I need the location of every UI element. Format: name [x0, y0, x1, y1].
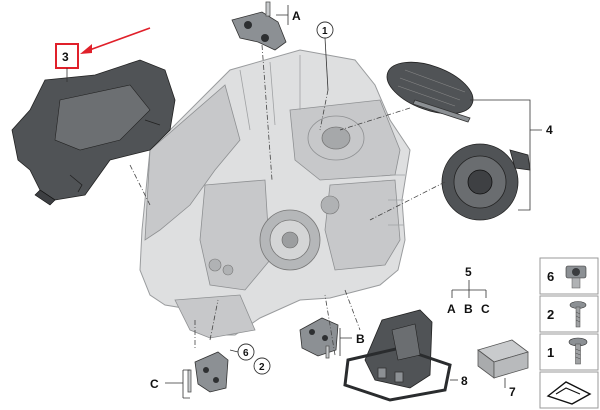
part-8-control-module: [343, 309, 452, 402]
legend-item-6-num: 6: [547, 269, 554, 284]
highlight-arrow: [83, 27, 151, 53]
highlight-arrowhead: [80, 44, 92, 54]
adjuster-icon: [565, 265, 587, 289]
part-B-mount-bracket: [299, 317, 339, 359]
part-A-mount-bracket: [231, 1, 287, 51]
part-5-label: 5: [465, 265, 472, 279]
callout-2-label: 2: [259, 362, 265, 373]
part-C-label: C: [150, 377, 159, 391]
legend-item-1-num: 1: [547, 345, 554, 360]
legend-item-2-num: 2: [547, 307, 554, 322]
part-4-cover-cap-lower: [441, 143, 531, 221]
part-4-label: 4: [546, 123, 553, 137]
part-5-sub-C-label: C: [481, 302, 490, 316]
part-7-foam-pad: [477, 339, 529, 379]
part-5-sub-A-label: A: [447, 302, 456, 316]
part-7-label: 7: [509, 385, 516, 399]
screw-icon: [569, 301, 587, 328]
part-4-cover-cap-upper: [386, 61, 474, 123]
parts-legend: 6 2 1: [539, 257, 599, 409]
part-3-label: 3: [62, 50, 69, 64]
part-B-label: B: [356, 332, 365, 346]
part-3-cover-panel: [11, 59, 176, 206]
part-8-label: 8: [461, 374, 468, 388]
legend-item-1-box: [539, 333, 599, 371]
part-5-sub-B-label: B: [464, 302, 473, 316]
part-A-label: A: [292, 9, 301, 23]
legend-item-2-box: [539, 295, 599, 333]
callout-1-label: 1: [322, 26, 328, 37]
screw-icon: [568, 337, 588, 365]
part-C-mount-bracket: [187, 351, 229, 393]
callout-6-label: 6: [243, 348, 249, 359]
callout-2-circle: [253, 357, 271, 375]
headlight-housing: [139, 49, 411, 339]
bracket-symbol-icon: [546, 381, 592, 405]
